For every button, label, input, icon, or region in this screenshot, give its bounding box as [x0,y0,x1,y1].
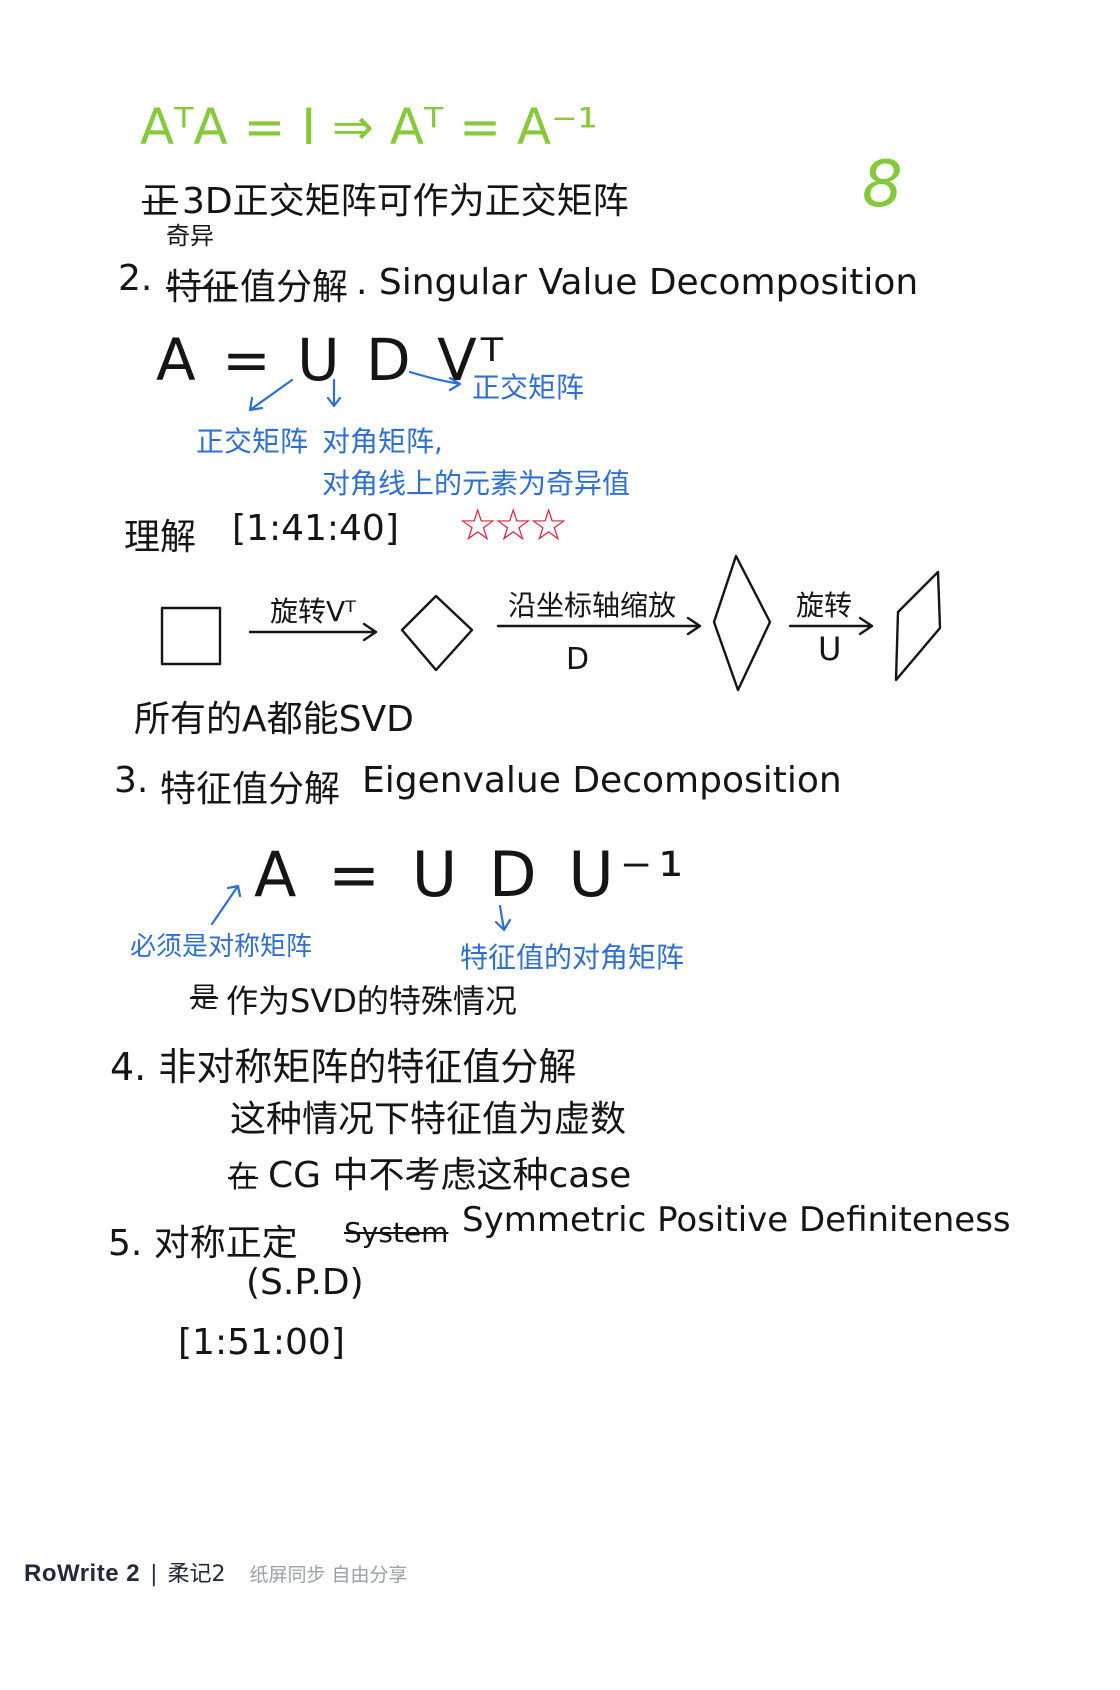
brand-logo: RoWrite 2 [24,1560,141,1587]
step2-label: 沿坐标轴缩放 [508,589,677,622]
svd-conclusion: 所有的A都能SVD [134,699,414,740]
arrow-to-u [248,378,294,412]
orthogonal-note: 3D正交矩阵可作为正交矩阵 [182,181,629,222]
footer-watermark: RoWrite 2 | 柔记2 纸屏同步 自由分享 [24,1556,408,1588]
nonsymmetric-line2: CG 中不考虑这种case [268,1155,632,1196]
struck-word: 在 [228,1160,258,1195]
section-2-number: 2. [118,258,153,299]
section-3-number: 3. [114,760,149,801]
note-vt: 正交矩阵 [472,371,585,404]
struck-word: System [344,1216,449,1249]
arrow-scale-d [496,616,702,636]
rotated-square-shape [400,594,474,672]
arrow-to-vt [408,370,462,392]
unit-square-shape [160,606,222,666]
struck-word: 正 [142,181,179,222]
parallelogram-shape [894,570,942,682]
evd-remark: 作为SVD的特殊情况 [226,982,517,1020]
nonsymmetric-heading: 4. 非对称矩阵的特征值分解 [110,1045,577,1089]
note-d: 对角矩阵, [322,425,443,458]
nonsymmetric-line1: 这种情况下特征值为虚数 [230,1099,627,1140]
page-number: 8 [862,148,903,222]
orthogonal-formula: AᵀA = I ⇒ Aᵀ = A⁻¹ [140,98,598,156]
evd-heading-cn: 特征值分解 [160,769,341,810]
note-u: 正交矩阵 [196,425,309,458]
struck-word: 特征 [166,267,239,308]
struck-word: 是 [190,981,219,1014]
svd-heading-cn: 值分解 [240,267,349,308]
svd-transform-diagram [160,554,942,692]
arrow-to-d [326,378,342,408]
step3-sublabel: U [818,630,842,668]
understanding-timestamp: [1:41:40] [232,508,399,549]
note-d-detail: 对角线上的元素为奇异值 [322,467,631,500]
note-symmetric: 必须是对称矩阵 [130,932,313,962]
evd-formula: A = U D U⁻¹ [254,838,690,911]
arrow-rotate-u [788,616,874,636]
note-eigen-diagonal: 特征值的对角矩阵 [460,941,685,974]
annotation-above: 奇异 [166,222,214,250]
brand-separator: | [150,1562,158,1587]
svd-heading-en: . Singular Value Decomposition [356,262,919,303]
spd-abbreviation: (S.P.D) [246,1262,364,1303]
arrow-to-a [210,884,242,926]
arrow-to-d-evd [494,904,512,932]
spd-heading-cn: 5. 对称正定 [108,1223,298,1264]
understanding-label: 理解 [124,517,197,558]
spd-timestamp: [1:51:00] [178,1322,345,1363]
annotation-arrows [210,370,512,932]
svd-formula: A = U D Vᵀ [156,326,508,394]
star-rating: ☆☆☆ [458,500,568,551]
evd-heading-en: Eigenvalue Decomposition [362,760,842,801]
brand-slogan: 纸屏同步 自由分享 [249,1564,408,1586]
step1-label: 旋转Vᵀ [270,595,356,628]
spd-heading-en: Symmetric Positive Definiteness [462,1200,1011,1240]
brand-name-cn: 柔记2 [167,1562,226,1587]
step2-sublabel: D [566,642,590,677]
stretched-diamond-shape [712,554,772,692]
step3-label: 旋转 [796,589,853,622]
arrow-rotate-vt [248,622,378,642]
